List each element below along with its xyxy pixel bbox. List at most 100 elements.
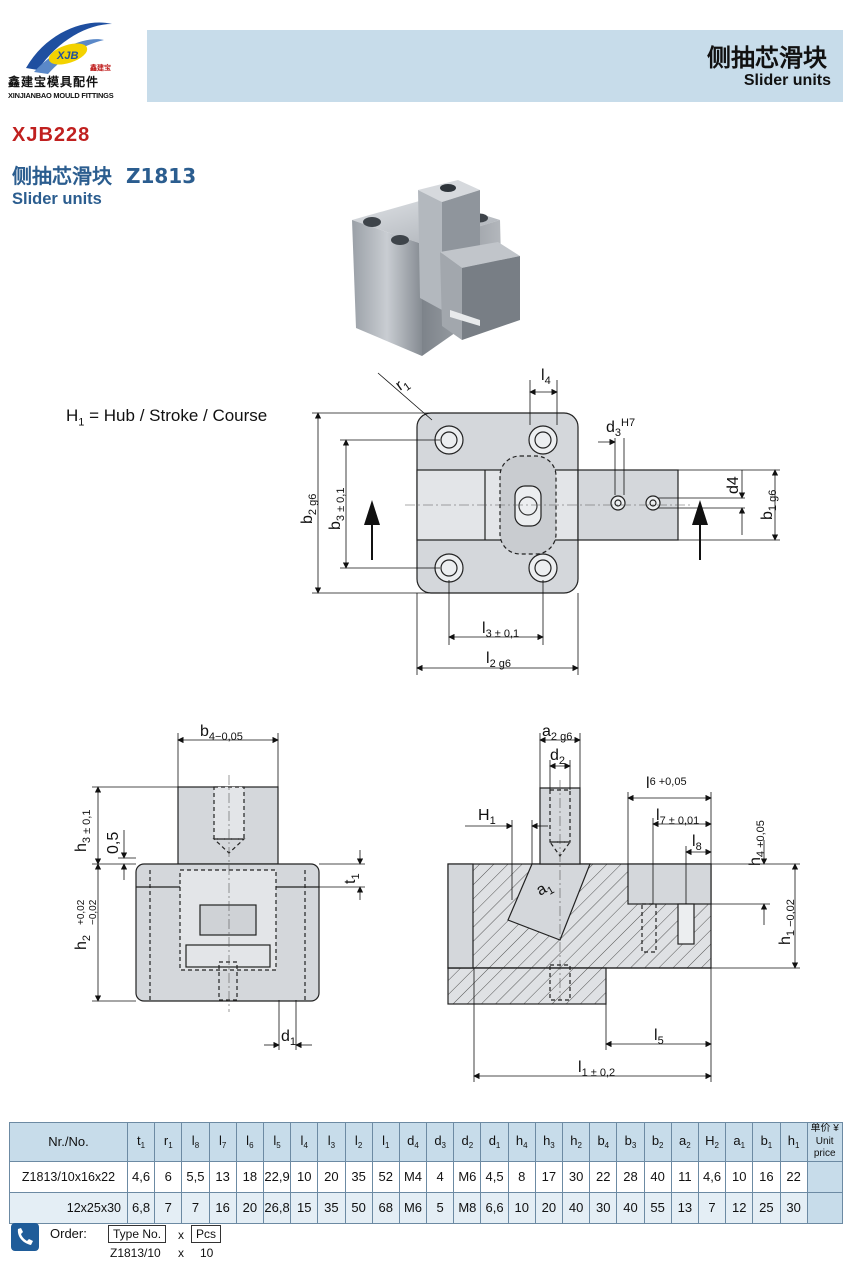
side-section-view [447,780,712,1005]
order-example-model: Z1813/10 [110,1246,161,1260]
header-main: l [191,1133,195,1149]
cell-model: Z1813/10x16x22 [9,1160,128,1193]
cell-value: 4 [426,1160,455,1193]
header-col: h4 [507,1122,536,1162]
header-sub: 1 [168,1141,173,1151]
cell-unit-price [806,1160,843,1193]
cell-value: 5,5 [181,1160,210,1193]
header-sub: 7 [221,1141,227,1151]
header-col: l7 [208,1122,237,1162]
dim-h1: h1 −0,02 [777,899,797,945]
cell-value: 5 [426,1191,455,1224]
header-unit-price: 单价 ¥Unit price [806,1122,843,1162]
dim-l7: l7 ± 0,01 [656,807,699,827]
header-col: d4 [398,1122,428,1162]
dim-h2-tol-hi: +0,02 [76,899,87,925]
cell-unit-price [806,1191,843,1224]
front-view [135,775,320,1012]
header-sub: 1 [495,1141,501,1151]
header-main: b [597,1133,605,1149]
top-view-dimensions [312,372,780,675]
cell-value: 50 [344,1191,373,1224]
dim-r1: r1 [393,374,414,397]
header-price-cn: 单价 ¥ [810,1123,839,1134]
header-main: Nr./No. [48,1134,89,1150]
header-sub: 4 [303,1141,308,1151]
cell-value: 20 [317,1160,346,1193]
cell-value: 28 [616,1160,645,1193]
dim-l6: l6 +0,05 [646,775,687,792]
header-sub: 3 [631,1141,637,1151]
dim-l2: l2 g6 [486,650,511,670]
dim-b2: b2 g6 [299,494,319,524]
dim-l1: l1 ± 0,2 [578,1059,615,1079]
cell-value: 26,8 [262,1191,292,1224]
cell-value: 4,5 [480,1160,509,1193]
header-main: a [733,1133,741,1149]
dim-t1: t1 [342,873,362,884]
header-main: t [137,1133,141,1149]
header-col: h3 [534,1122,564,1162]
dim-d1: d1 [281,1028,296,1048]
header-sub: 6 [249,1141,254,1151]
cell-value: 18 [235,1160,264,1193]
header-col: h2 [561,1122,591,1162]
header-col: b3 [616,1122,645,1162]
header-col: d3 [426,1122,455,1162]
header-sub: 2 [714,1141,719,1151]
cell-value: 30 [779,1191,808,1224]
header-col: b2 [643,1122,672,1162]
order-pcs-box: Pcs [191,1225,222,1243]
cell-value: 55 [643,1191,672,1224]
header-sub: 1 [740,1141,746,1151]
dim-d2: d2 [550,747,565,767]
cell-value: 11 [670,1160,699,1193]
order-example-x: x [178,1246,184,1260]
header-sub: 1 [794,1141,800,1151]
header-main: b [651,1133,660,1149]
header-col: a1 [725,1122,754,1162]
header-col: l5 [262,1122,292,1162]
header-col: t1 [126,1122,156,1162]
product-code: XJB228 [12,124,91,146]
cell-value: 13 [670,1191,699,1224]
header-sub: 4 [414,1141,419,1151]
cell-value: 13 [208,1160,237,1193]
header-col: l4 [290,1122,319,1162]
product-model: Z1813 [125,164,197,188]
header-main: l [327,1133,331,1149]
cell-value: 22 [779,1160,808,1193]
cell-value: 6 [154,1160,183,1193]
header-main: d [488,1133,496,1149]
dimension-labels: r1 l4 d3H7 d4 b1 g6 b2 g6 b3 ± 0,1 l3 ± … [73,367,797,1079]
header-sub: 3 [550,1141,555,1151]
header-main: l [273,1133,277,1149]
header-main: b [760,1133,768,1149]
logo-cn: 鑫建宝模具配件 [8,75,100,89]
dim-h4: h4 +0,05 [747,820,767,866]
logo-tag: 鑫建宝 [89,63,111,72]
dim-h3: h3 ± 0,1 [73,810,93,852]
header-sub: 2 [659,1141,664,1151]
header-col: l1 [371,1122,400,1162]
header-sub: 3 [330,1141,336,1151]
cell-value: 25 [752,1191,781,1224]
cell-value: 20 [534,1191,564,1224]
cell-value: 12 [725,1191,754,1224]
header-sub: 2 [577,1141,582,1151]
cell-value: 4,6 [697,1160,727,1193]
cell-value: 35 [317,1191,346,1224]
note-sub: 1 [78,416,85,429]
side-view-dimensions [465,733,800,1082]
cell-value: 22,9 [262,1160,292,1193]
cell-value: M6 [453,1160,482,1193]
header-main: d [407,1133,415,1149]
dim-d4: d4 [725,476,742,494]
order-label: Order: [50,1226,87,1241]
header-col: b1 [752,1122,781,1162]
note-prefix: H [66,406,79,425]
header-main: a [679,1133,687,1149]
